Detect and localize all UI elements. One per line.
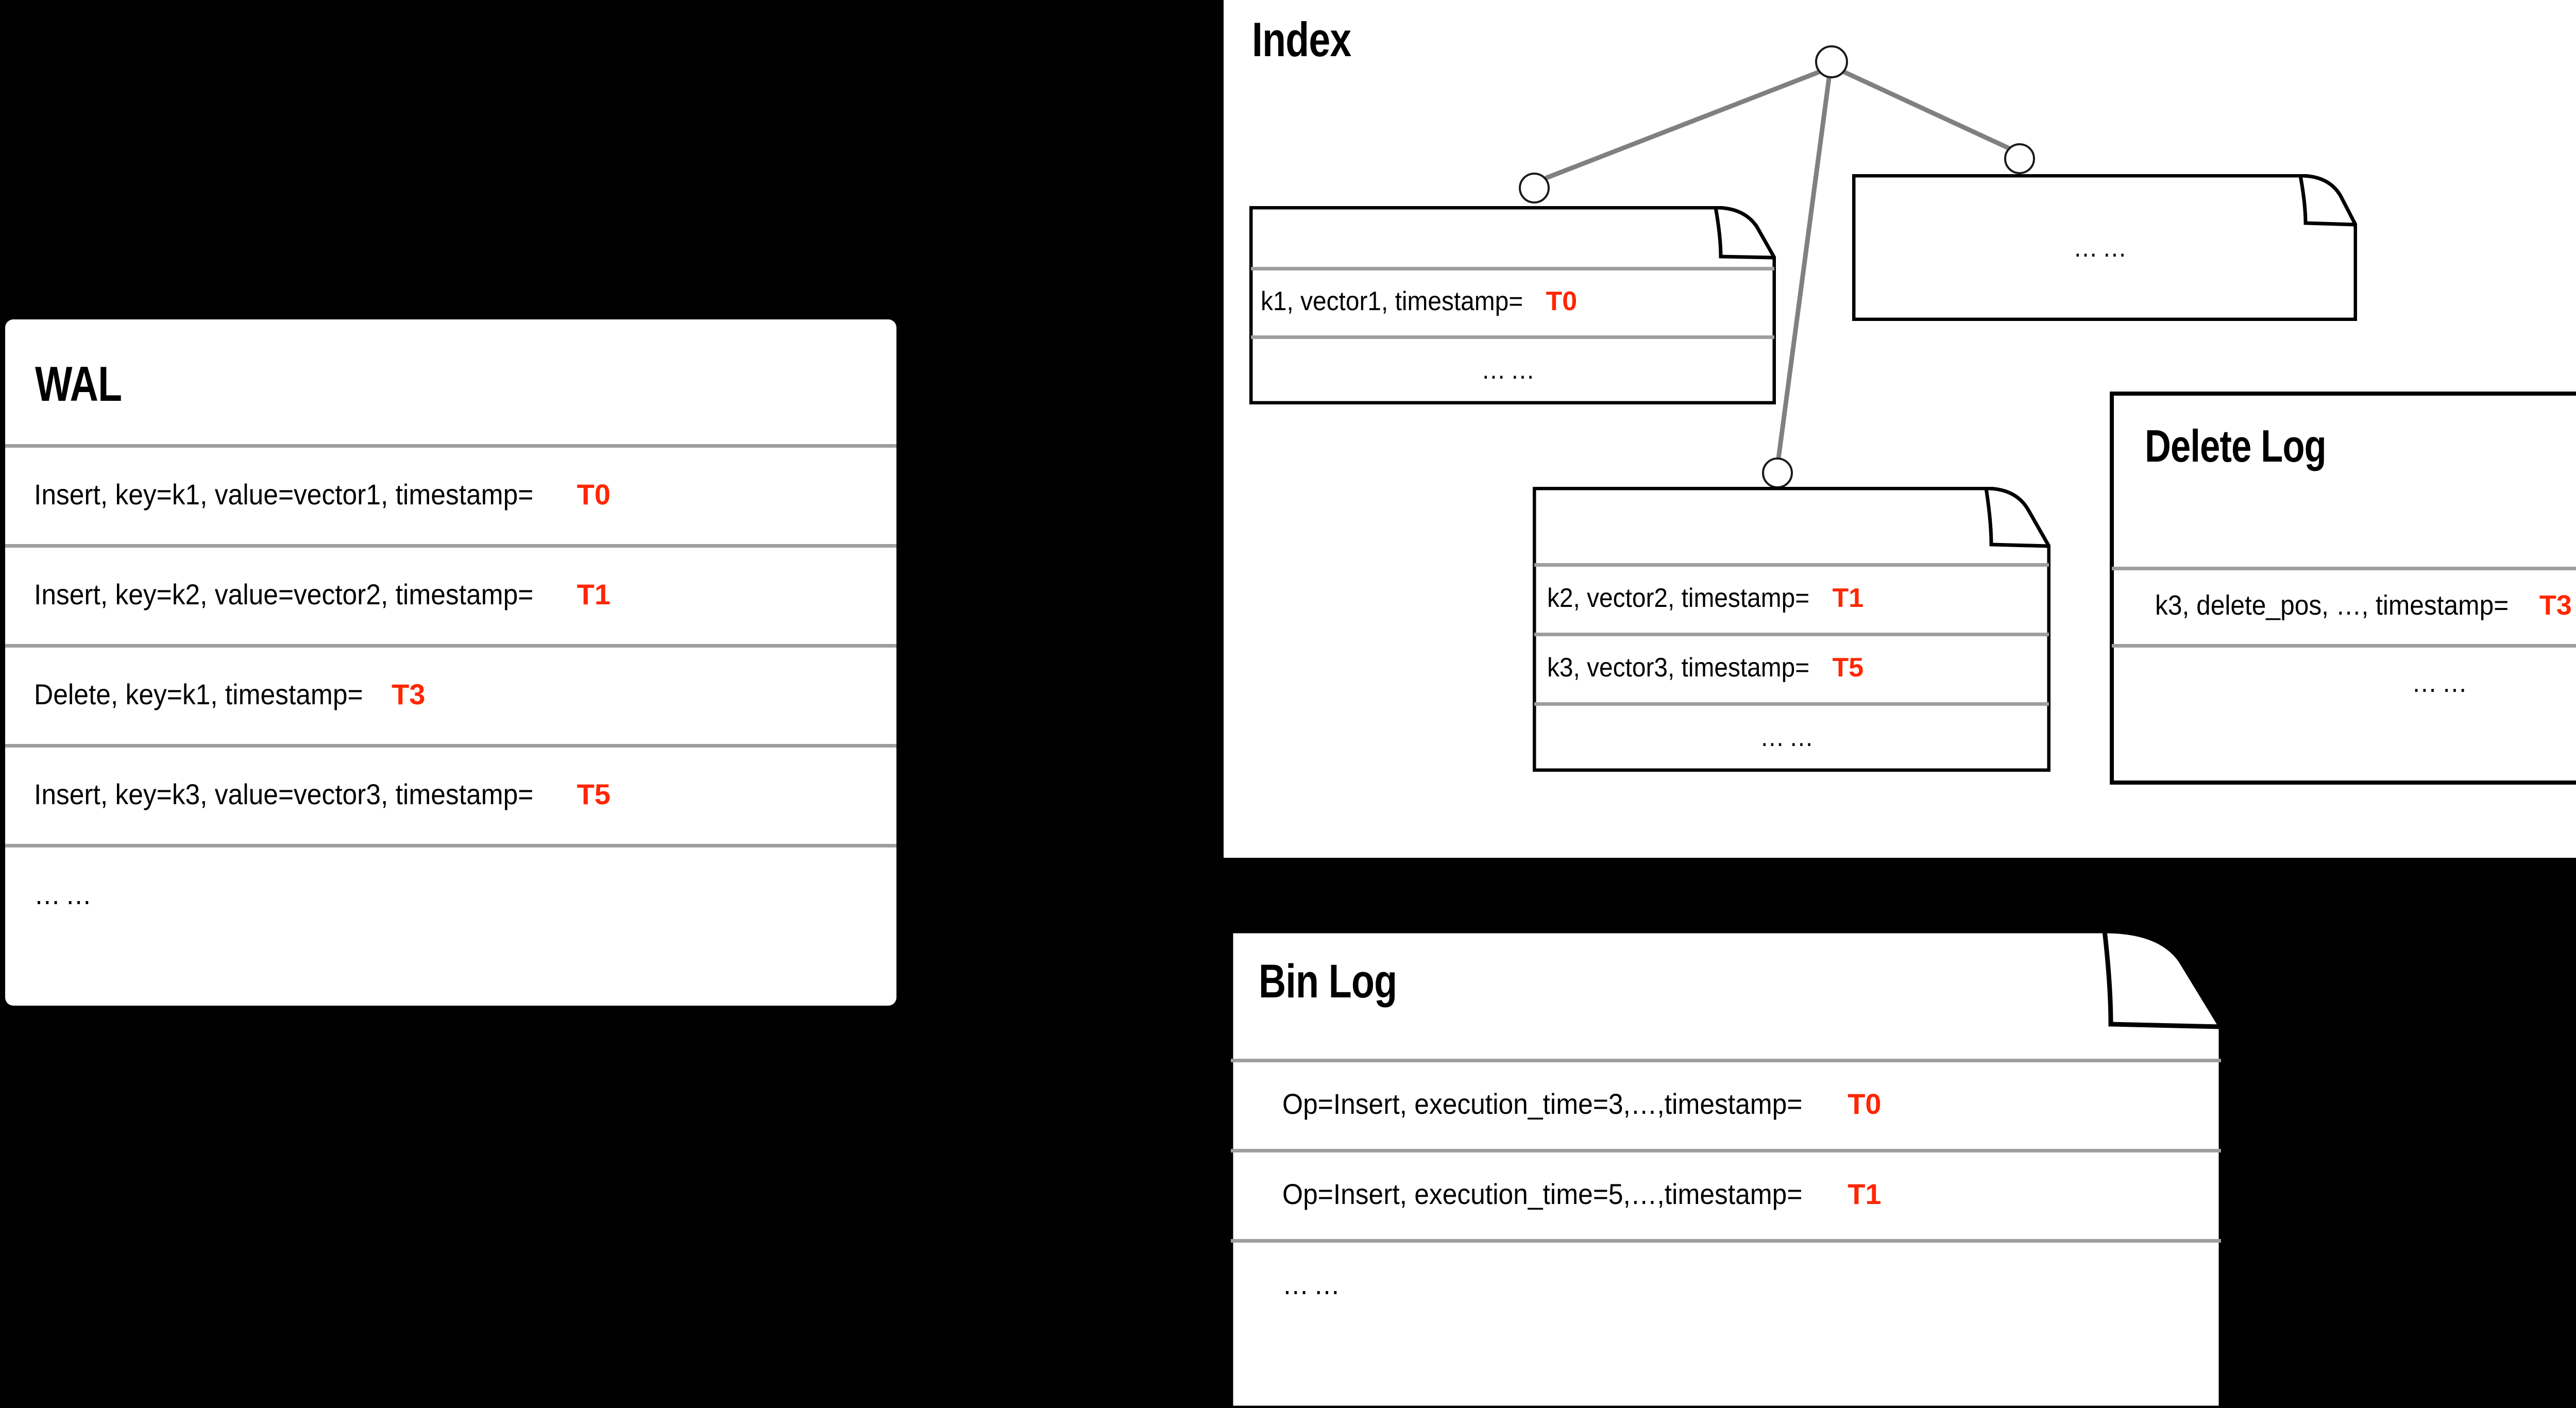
- tree-root-node: [1815, 45, 1848, 78]
- ellipsis-text: ……: [34, 877, 97, 910]
- bin-log-panel: Bin Log Op=Insert, execution_time=3,…,ti…: [1229, 929, 2223, 1408]
- log-entry-row: ……: [1852, 174, 2357, 321]
- ellipsis-text: ……: [1481, 354, 1539, 385]
- row-separator: [2112, 567, 2576, 570]
- row-separator: [1231, 1059, 2221, 1062]
- bin-log-rows: Op=Insert, execution_time=3,…,timestamp=…: [1229, 929, 2223, 1408]
- log-entry-row: k3, vector3, timestamp= T5: [1533, 633, 2050, 702]
- ellipsis-text: ……: [2412, 667, 2472, 698]
- log-entry-row: k1, vector1, timestamp= T0: [1249, 267, 1776, 335]
- entry-text: Insert, key=k1, value=vector1, timestamp…: [34, 478, 534, 511]
- timestamp-value: T1: [577, 578, 611, 610]
- delete-log-rows: k3, delete_pos, …, timestamp= T3 ……: [2110, 392, 2576, 785]
- log-entry-row: ……: [2110, 644, 2576, 721]
- row-separator: [1251, 335, 1774, 339]
- ellipsis-text: ……: [2073, 232, 2131, 263]
- tree-child-node-right: [2004, 143, 2035, 174]
- row-separator: [2112, 644, 2576, 648]
- entry-text: k1, vector1, timestamp=: [1261, 286, 1523, 316]
- entry-text: k3, delete_pos, …, timestamp=: [2155, 590, 2509, 621]
- log-entry-row: ……: [5, 844, 896, 944]
- log-entry-row: Op=Insert, execution_time=3,…,timestamp=…: [1229, 1059, 2223, 1149]
- leaf3-folded-page-shape: [1533, 487, 2050, 772]
- row-separator: [5, 744, 896, 748]
- wal-panel: WAL Insert, key=k1, value=vector1, times…: [5, 319, 896, 1006]
- entry-text: Op=Insert, execution_time=3,…,timestamp=: [1282, 1088, 1803, 1120]
- row-separator: [1534, 563, 2049, 567]
- log-entry-row: k3, delete_pos, …, timestamp= T3: [2110, 567, 2576, 644]
- tree-child-node-bottom: [1762, 457, 1793, 488]
- timestamp-value: T3: [2539, 590, 2572, 621]
- entry-text: Delete, key=k1, timestamp=: [34, 677, 363, 710]
- leaf2-folded-page-shape: [1852, 174, 2357, 321]
- timestamp-value: T5: [1832, 652, 1864, 683]
- log-entry-row: Delete, key=k1, timestamp= T3: [5, 644, 896, 744]
- log-entry-row: ……: [1229, 1239, 2223, 1329]
- leaf1-rows: k1, vector1, timestamp= T0 ……: [1249, 206, 1776, 404]
- log-entry-row: ……: [1533, 702, 2050, 772]
- timestamp-value: T0: [1848, 1088, 1882, 1120]
- ellipsis-text: ……: [1760, 722, 1819, 752]
- row-separator: [1231, 1239, 2221, 1243]
- timestamp-value: T5: [577, 777, 611, 810]
- entry-text: k2, vector2, timestamp=: [1547, 583, 1810, 613]
- index-leaf-node-1: k1, vector1, timestamp= T0 ……: [1249, 206, 1776, 404]
- log-entry-row: Insert, key=k2, value=vector2, timestamp…: [5, 544, 896, 644]
- delete-log-panel: Delete Log k3, delete_pos, …, timestamp=…: [2110, 392, 2576, 785]
- index-leaf-node-3: k2, vector2, timestamp= T1 k3, vector3, ti…: [1533, 487, 2050, 772]
- entry-text: Op=Insert, execution_time=5,…,timestamp=: [1282, 1178, 1803, 1210]
- timestamp-value: T0: [1546, 286, 1578, 316]
- log-entry-row: Insert, key=k1, value=vector1, timestamp…: [5, 444, 896, 544]
- timestamp-value: T0: [577, 478, 611, 511]
- entry-text: Insert, key=k3, value=vector3, timestamp…: [34, 777, 534, 810]
- log-entry-row: k2, vector2, timestamp= T1: [1533, 563, 2050, 633]
- log-entry-row: Insert, key=k3, value=vector3, timestamp…: [5, 744, 896, 844]
- timestamp-value: T1: [1848, 1178, 1882, 1210]
- index-title: Index: [1252, 12, 1351, 66]
- row-separator: [5, 444, 896, 448]
- ellipsis-text: ……: [1282, 1268, 1345, 1300]
- row-separator: [1251, 267, 1774, 270]
- row-separator: [1534, 702, 2049, 706]
- row-separator: [1534, 633, 2049, 636]
- log-entry-row: Op=Insert, execution_time=5,…,timestamp=…: [1229, 1149, 2223, 1239]
- row-separator: [5, 644, 896, 648]
- log-entry-row: ……: [1249, 335, 1776, 404]
- delete-log-title: Delete Log: [2145, 420, 2327, 471]
- leaf1-folded-page-shape: [1249, 206, 1776, 404]
- timestamp-value: T3: [392, 677, 426, 710]
- delete-log-folded-page-shape: [2110, 392, 2576, 785]
- index-leaf-node-2: ……: [1852, 174, 2357, 321]
- row-separator: [5, 844, 896, 847]
- bin-log-title: Bin Log: [1259, 955, 1397, 1008]
- bin-log-folded-page-shape: [1229, 929, 2223, 1408]
- entry-text: Insert, key=k2, value=vector2, timestamp…: [34, 578, 534, 610]
- wal-title: WAL: [35, 357, 122, 412]
- timestamp-value: T1: [1832, 583, 1864, 613]
- entry-text: k3, vector3, timestamp=: [1547, 652, 1810, 683]
- leaf2-rows: ……: [1852, 174, 2357, 321]
- tree-child-node-left: [1519, 173, 1550, 203]
- row-separator: [1231, 1149, 2221, 1152]
- row-separator: [5, 544, 896, 548]
- leaf3-rows: k2, vector2, timestamp= T1 k3, vector3, ti…: [1533, 487, 2050, 772]
